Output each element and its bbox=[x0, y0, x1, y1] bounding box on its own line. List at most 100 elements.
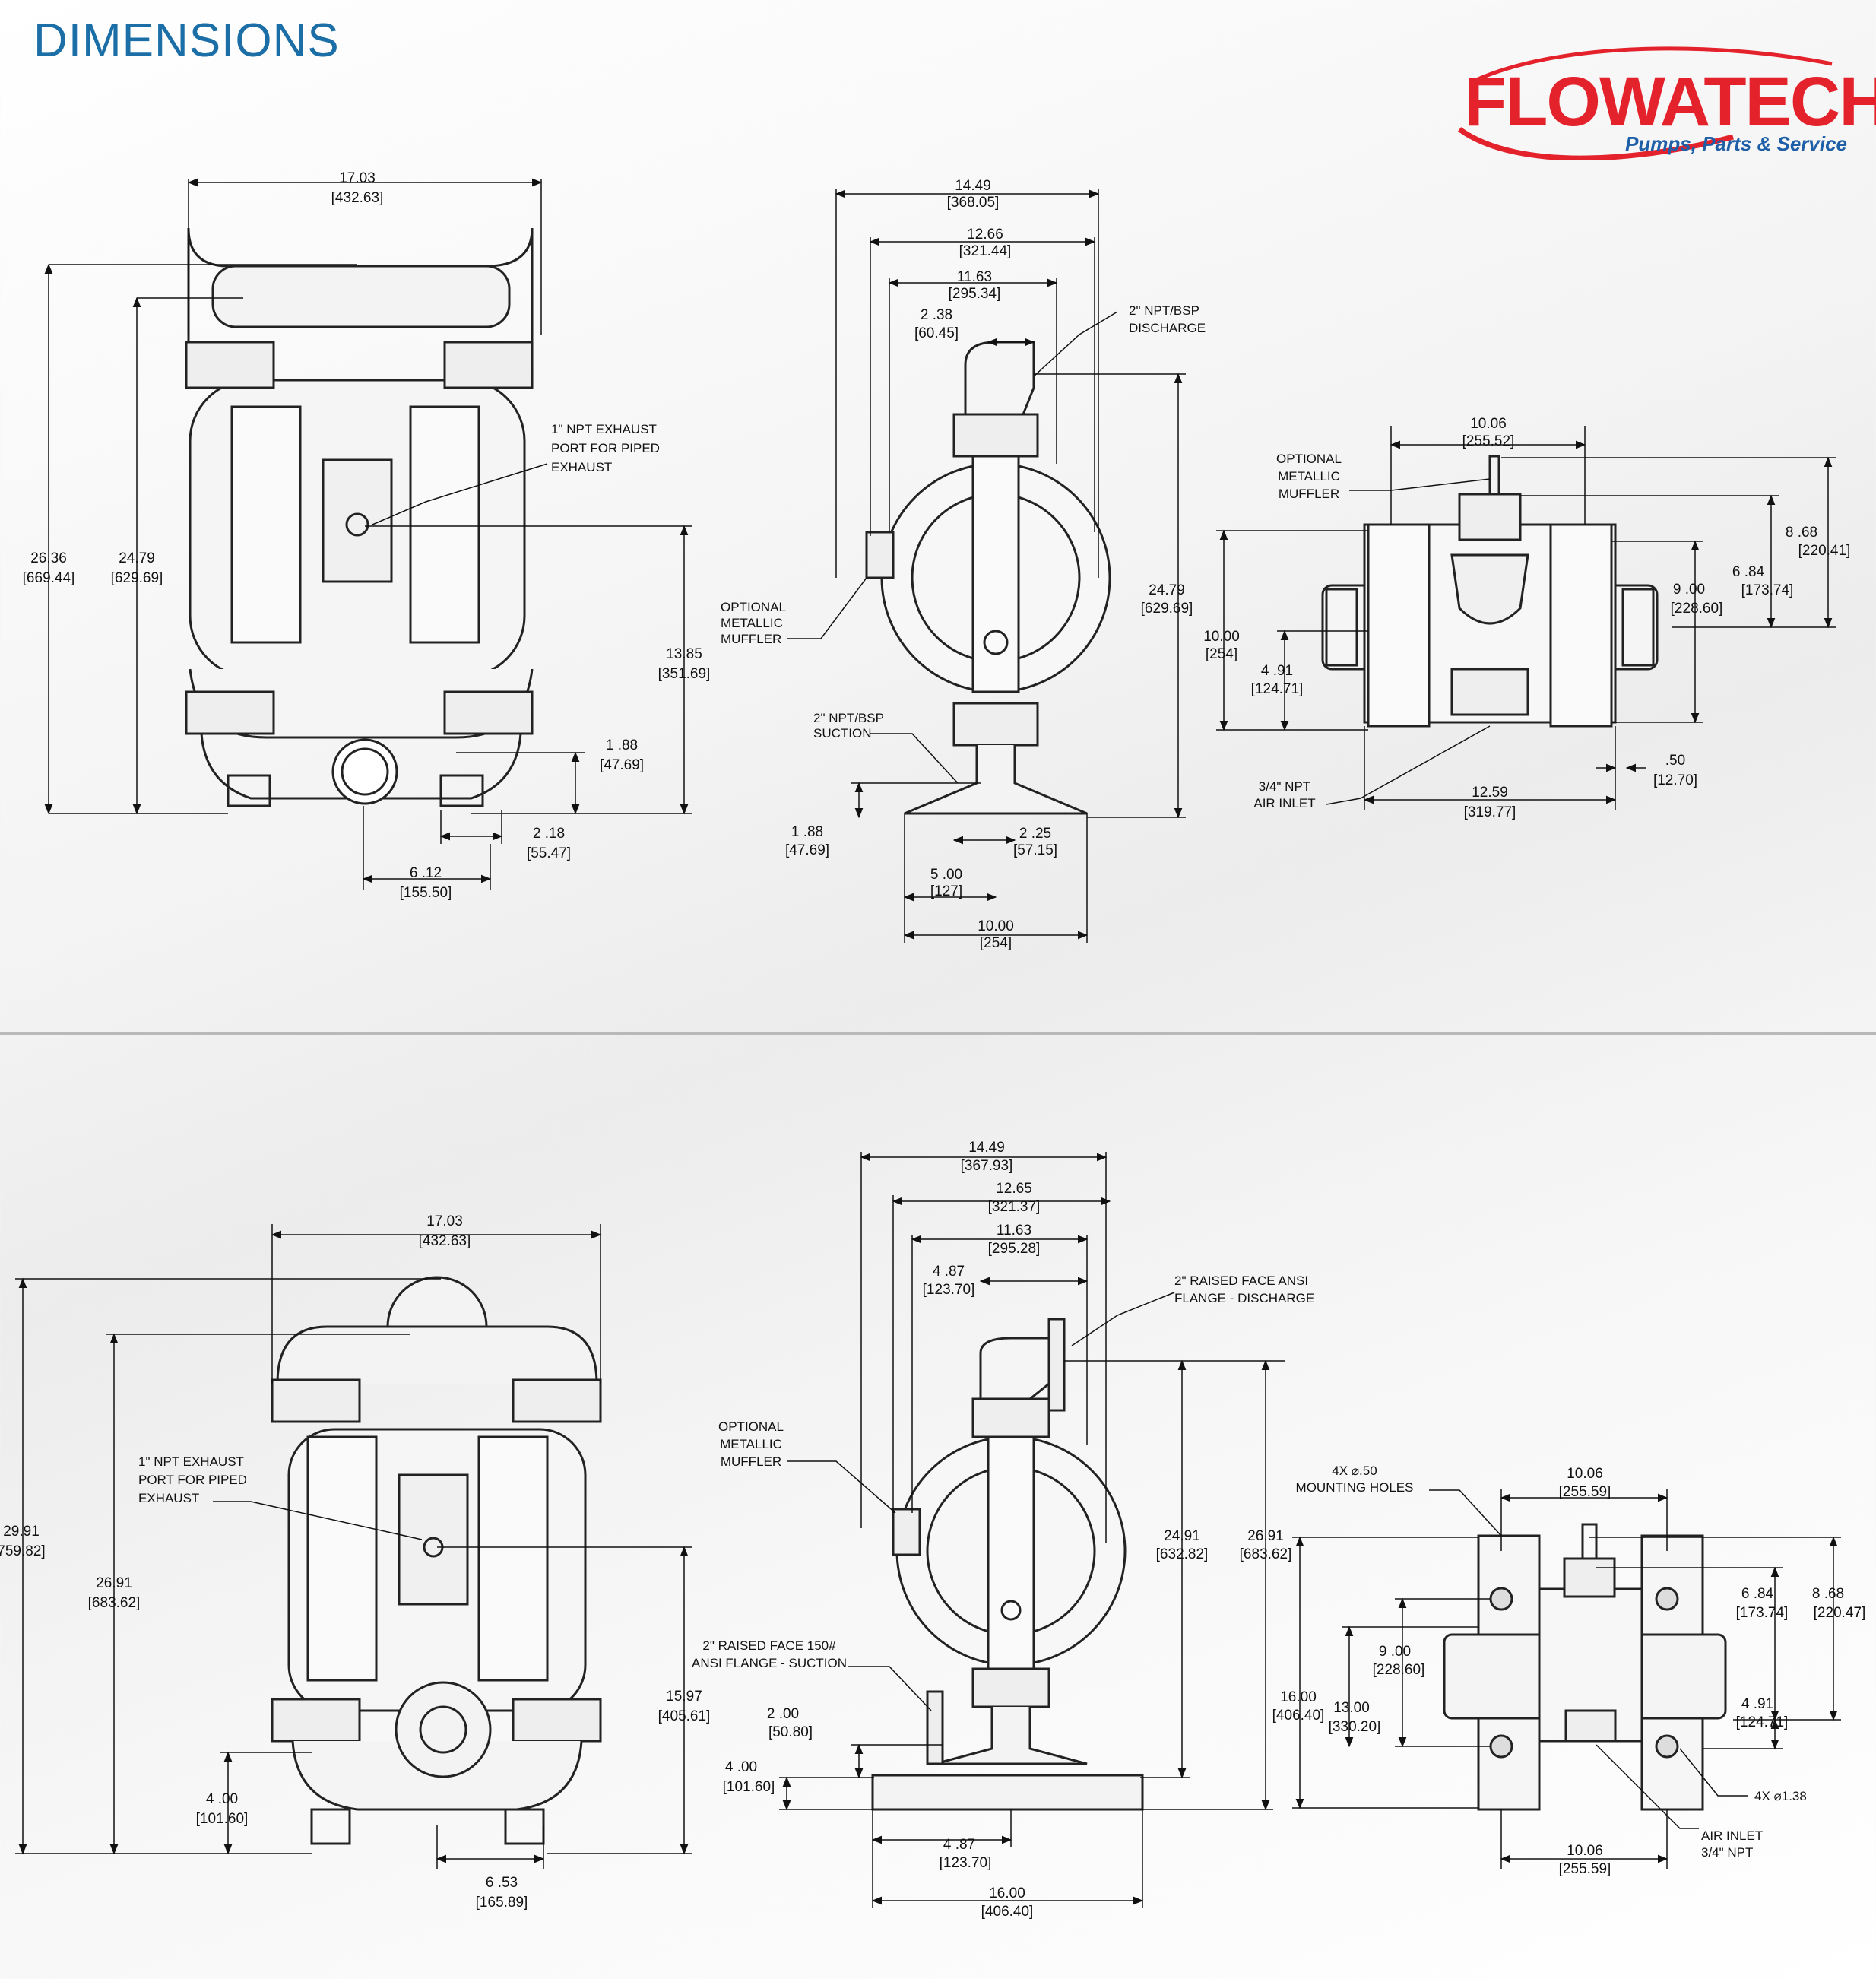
bottom-front-base-height-in: 4 .00 bbox=[206, 1791, 238, 1807]
bottom-plan-left1-mm: [406.40] bbox=[1272, 1708, 1325, 1724]
top-plan-air-note-2: AIR INLET bbox=[1253, 796, 1315, 810]
bottom-plan-left2-mm: [228.60] bbox=[1373, 1662, 1425, 1678]
bottom-side-muffler-note-1: OPTIONAL bbox=[718, 1419, 784, 1434]
bottom-side-labels: 14.49 [367.93] 12.65 [321.37] 11.63 [295… bbox=[692, 1140, 1314, 1920]
top-front-center-height-in: 13.85 bbox=[666, 646, 702, 662]
top-side-suction-height-mm: [47.69] bbox=[785, 842, 829, 858]
bottom-front-port-offset-in: 6 .53 bbox=[486, 1875, 518, 1891]
top-plan-right3-in: 9 .00 bbox=[1673, 582, 1705, 598]
top-side-labels: 14.49 [368.05] 12.66 [321.44] 11.63 [295… bbox=[721, 178, 1206, 951]
bottom-side-base-width-mm: [406.40] bbox=[981, 1904, 1034, 1920]
bottom-plan-right3-in: 4 .91 bbox=[1741, 1696, 1773, 1712]
bottom-side-width1-mm: [367.93] bbox=[961, 1158, 1013, 1174]
top-side-width1-in: 14.49 bbox=[955, 178, 991, 194]
top-front-view bbox=[185, 227, 534, 807]
bottom-side-suction-height-mm: [50.80] bbox=[768, 1724, 813, 1740]
logo-swoosh-icon bbox=[1457, 46, 1833, 160]
top-front-exhaust-note-3: EXHAUST bbox=[551, 460, 612, 474]
bottom-side-muffler-note-2: METALLIC bbox=[720, 1437, 782, 1451]
top-front-port-offset-in: 6 .12 bbox=[410, 865, 442, 881]
bottom-side-dimension-lines bbox=[779, 1152, 1285, 1908]
bottom-plan-bottom-in: 10.06 bbox=[1567, 1843, 1603, 1859]
top-side-base-half-in: 5 .00 bbox=[930, 867, 962, 883]
top-plan-bottom2-mm: [12.70] bbox=[1653, 772, 1697, 788]
bottom-front-exhaust-note-1: 1" NPT EXHAUST bbox=[138, 1454, 244, 1469]
bottom-side-discharge-offset-in: 4 .87 bbox=[933, 1264, 965, 1280]
bottom-plan-air-note-2: 3/4" NPT bbox=[1701, 1845, 1753, 1860]
bottom-front-labels: 17.03 [432.63] 29.91 759.82] 26.91 [683.… bbox=[0, 1213, 710, 1911]
bottom-side-base-height-in: 4 .00 bbox=[725, 1759, 757, 1775]
top-side-base-width-mm: [254] bbox=[980, 935, 1012, 951]
top-side-height-mm: [629.69] bbox=[1141, 601, 1193, 617]
top-front-overall-height-mm: [669.44] bbox=[23, 570, 75, 586]
top-side-view bbox=[865, 341, 1111, 815]
top-side-width1-mm: [368.05] bbox=[947, 195, 1000, 211]
bottom-plan-holes-note-1: 4X ⌀.50 bbox=[1332, 1464, 1377, 1478]
top-plan-muffler-note-2: METALLIC bbox=[1278, 469, 1340, 484]
top-front-width-in: 17.03 bbox=[339, 170, 376, 186]
top-side-suction-offset-in: 2 .25 bbox=[1019, 826, 1051, 842]
top-side-width3-in: 11.63 bbox=[957, 269, 992, 285]
top-plan-dimension-lines bbox=[1216, 426, 1836, 810]
bottom-side-base-height-mm: [101.60] bbox=[723, 1779, 775, 1795]
bottom-plan-right2-mm: [220.47] bbox=[1814, 1605, 1866, 1621]
bottom-side-height1-in: 24.91 bbox=[1164, 1528, 1200, 1544]
bottom-side-discharge-offset-mm: [123.70] bbox=[923, 1282, 975, 1298]
bottom-side-base-half-mm: [123.70] bbox=[940, 1855, 992, 1871]
top-plan-labels: 10.06 [255.52] OPTIONAL METALLIC MUFFLER… bbox=[1203, 416, 1850, 820]
bottom-front-height-in: 26.91 bbox=[96, 1575, 132, 1591]
bottom-side-height2-mm: [683.62] bbox=[1240, 1546, 1292, 1562]
bottom-front-width-mm: [432.63] bbox=[419, 1233, 471, 1249]
bottom-front-exhaust-note-3: EXHAUST bbox=[138, 1491, 199, 1505]
bottom-plan-air-note-1: AIR INLET bbox=[1701, 1828, 1763, 1843]
bottom-plan-width-mm: [255.59] bbox=[1559, 1484, 1611, 1500]
top-side-muffler-note-3: MUFFLER bbox=[721, 632, 781, 646]
bottom-plan-left1-in: 16.00 bbox=[1280, 1689, 1317, 1705]
bottom-front-width-in: 17.03 bbox=[426, 1213, 463, 1229]
bottom-front-overall-height-in: 29.91 bbox=[3, 1524, 40, 1540]
top-side-width2-mm: [321.44] bbox=[959, 243, 1012, 259]
top-plan-view bbox=[1321, 455, 1659, 728]
bottom-side-width2-mm: [321.37] bbox=[988, 1199, 1041, 1215]
bottom-side-width2-in: 12.65 bbox=[996, 1181, 1032, 1197]
bottom-plan-right1-mm: [173.74] bbox=[1736, 1605, 1789, 1621]
top-plan-width-mm: [255.52] bbox=[1462, 433, 1515, 449]
top-side-muffler-note-2: METALLIC bbox=[721, 616, 783, 630]
top-side-discharge-offset-in: 2 .38 bbox=[921, 307, 952, 323]
bottom-front-height-mm: [683.62] bbox=[88, 1595, 141, 1611]
top-front-center-height-mm: [351.69] bbox=[658, 666, 711, 682]
bottom-side-width1-in: 14.49 bbox=[968, 1140, 1005, 1156]
top-plan-air-note-1: 3/4" NPT bbox=[1259, 779, 1310, 794]
page-title: DIMENSIONS bbox=[33, 14, 340, 67]
bottom-front-base-height-mm: [101.60] bbox=[196, 1811, 249, 1827]
top-front-base-offset-mm: [47.69] bbox=[600, 757, 644, 773]
top-plan-left2-in: 4 .91 bbox=[1261, 663, 1293, 679]
bottom-plan-dimension-lines bbox=[1292, 1489, 1841, 1869]
top-side-width3-mm: [295.34] bbox=[949, 286, 1001, 302]
top-front-height-mm: [629.69] bbox=[111, 570, 163, 586]
top-plan-right1-in: 8 .68 bbox=[1786, 525, 1817, 541]
top-side-suction-note-2: SUCTION bbox=[813, 726, 872, 741]
bottom-front-port-offset-mm: [165.89] bbox=[476, 1895, 528, 1911]
top-front-base-offset-in: 1 .88 bbox=[606, 737, 638, 753]
logo-tagline: Pumps, Parts & Service bbox=[1625, 132, 1847, 155]
bottom-front-dimension-lines bbox=[15, 1224, 692, 1869]
bottom-plan-right1-in: 6 .84 bbox=[1741, 1586, 1774, 1602]
bottom-plan-labels: 4X ⌀.50 MOUNTING HOLES 10.06 [255.59] 6 … bbox=[1272, 1464, 1866, 1877]
top-side-discharge-note-1: 2" NPT/BSP bbox=[1129, 303, 1199, 318]
top-plan-right2-in: 6 .84 bbox=[1732, 564, 1765, 580]
bottom-side-suction-height-in: 2 .00 bbox=[767, 1706, 799, 1722]
top-side-suction-offset-mm: [57.15] bbox=[1013, 842, 1057, 858]
top-side-discharge-offset-mm: [60.45] bbox=[914, 325, 959, 341]
top-side-base-half-mm: [127] bbox=[930, 883, 962, 899]
top-front-foot-width-mm: [55.47] bbox=[527, 845, 571, 861]
bottom-side-width3-in: 11.63 bbox=[997, 1223, 1031, 1238]
top-plan-bottom1-in: 12.59 bbox=[1472, 785, 1508, 801]
bottom-front-view bbox=[271, 1276, 602, 1845]
bottom-plan-holes-note-2: MOUNTING HOLES bbox=[1296, 1480, 1414, 1495]
bottom-plan-right2-in: 8 .68 bbox=[1812, 1586, 1844, 1602]
bottom-front-exhaust-note-2: PORT FOR PIPED bbox=[138, 1473, 247, 1487]
top-side-discharge-note-2: DISCHARGE bbox=[1129, 321, 1206, 335]
top-front-dimension-lines bbox=[44, 178, 692, 890]
